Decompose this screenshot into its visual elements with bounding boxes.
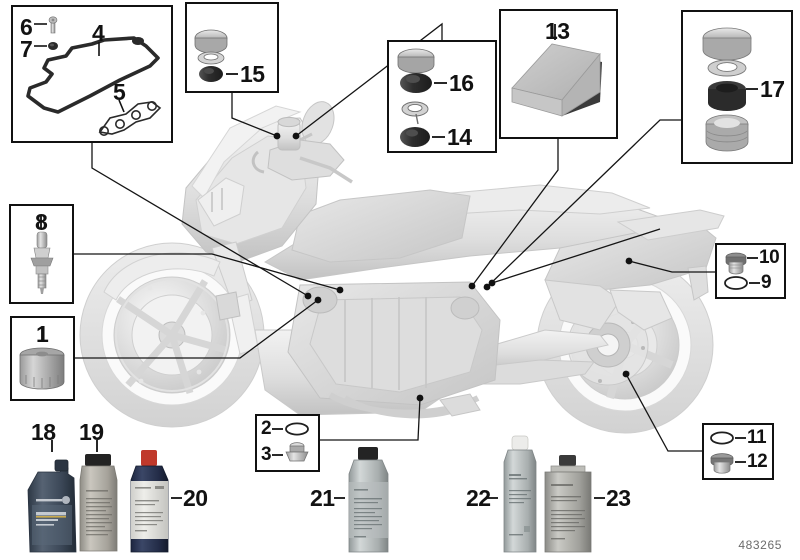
bottle-leader-lines	[51, 440, 605, 499]
callout-label-3: 3	[261, 444, 272, 465]
callout-label-14: 14	[447, 124, 472, 150]
box-11-12[interactable]	[702, 423, 774, 480]
callout-label-20: 20	[183, 485, 208, 511]
callout-label-17: 17	[760, 76, 785, 102]
box-9-10[interactable]	[715, 243, 786, 299]
leader-endpoint-dots	[273, 132, 633, 402]
box-drain-plug[interactable]	[255, 414, 320, 472]
callout-label-7: 7	[20, 36, 33, 62]
part-washer-clip	[401, 101, 429, 125]
callout-label-4: 4	[92, 20, 105, 46]
motorcycle-illustration	[79, 101, 725, 434]
box-14-16[interactable]	[387, 40, 497, 153]
box-air-filter[interactable]	[499, 9, 618, 139]
diagram-id-code: 483265	[738, 538, 782, 552]
bottle-19	[79, 454, 118, 552]
part-o-ring-9	[724, 276, 748, 290]
part-drain-plug-3	[285, 442, 309, 462]
callout-label-22: 22	[466, 485, 491, 511]
part-valve-cover-gasket-4	[26, 36, 160, 114]
callout-label-21: 21	[310, 485, 335, 511]
front-wheel	[79, 242, 265, 428]
callout-label-16: 16	[449, 70, 474, 96]
callout-label-6: 6	[20, 14, 33, 40]
callout-label-1: 1	[36, 321, 49, 347]
callout-label-12: 12	[747, 451, 768, 472]
part-reservoir-cap-top	[397, 48, 435, 74]
part-air-filter-13	[511, 43, 602, 117]
part-gasket-ring-11	[710, 431, 734, 445]
part-screw-plug-10	[725, 252, 747, 275]
bottle-canister-18	[27, 459, 77, 553]
bottle-21	[348, 447, 389, 553]
callout-label-9: 9	[761, 272, 772, 293]
part-cap-15	[194, 29, 228, 82]
part-spark-plug-8	[30, 231, 54, 294]
part-sealing-ring-2	[285, 422, 309, 436]
tin-23	[544, 455, 592, 553]
callout-label-5: 5	[113, 79, 126, 105]
callout-label-11: 11	[747, 427, 767, 448]
box-oil-filter[interactable]	[10, 316, 75, 401]
bottle-20	[130, 450, 169, 553]
leader-lines	[73, 22, 716, 452]
part-filler-cap-17	[702, 27, 752, 152]
callout-label-2: 2	[261, 418, 272, 439]
box-spark-plug[interactable]	[9, 204, 74, 304]
box-gasket-set[interactable]	[11, 5, 173, 143]
callout-label-10: 10	[759, 247, 780, 268]
part-diaphragm-16	[400, 73, 432, 93]
callout-label-15: 15	[240, 61, 265, 87]
part-grommet-7	[48, 42, 58, 50]
part-screw-6	[48, 16, 58, 34]
callout-label-8: 8	[35, 209, 48, 235]
box-17[interactable]	[681, 10, 793, 164]
part-oil-filter-1	[19, 347, 65, 390]
part-intake-gasket-5	[98, 101, 162, 137]
callout-label-13: 13	[545, 18, 570, 44]
callout-label-18: 18	[31, 419, 56, 445]
box-15[interactable]	[185, 2, 279, 93]
callout-label-23: 23	[606, 485, 631, 511]
part-drain-screw-12	[710, 453, 734, 474]
callout-label-19: 19	[79, 419, 104, 445]
part-rubber-seal-14	[400, 127, 430, 147]
spray-can-22	[503, 435, 537, 553]
